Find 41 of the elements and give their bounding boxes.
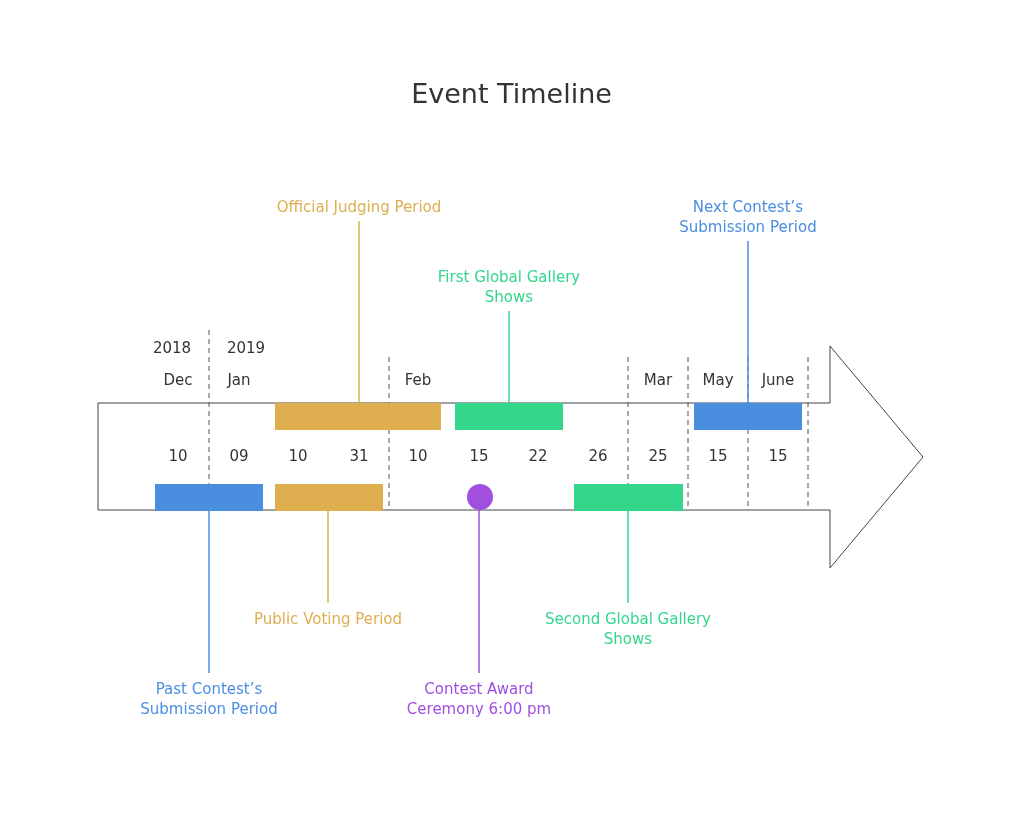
leader-line bbox=[208, 510, 210, 674]
day-label: 10 bbox=[168, 446, 188, 466]
event-label: Second Global Gallery Shows bbox=[538, 609, 718, 649]
month-label: Jan bbox=[227, 370, 251, 390]
month-label: Mar bbox=[643, 370, 673, 390]
day-label: 10 bbox=[288, 446, 308, 466]
period-bar bbox=[574, 484, 683, 511]
period-bar bbox=[275, 484, 383, 511]
leader-line bbox=[747, 240, 749, 404]
event-label: Contest Award Ceremony 6:00 pm bbox=[389, 679, 569, 719]
year-label: 2019 bbox=[226, 338, 266, 358]
event-label: Official Judging Period bbox=[269, 197, 449, 217]
period-bar bbox=[155, 484, 263, 511]
leader-line bbox=[508, 310, 510, 404]
month-label: Dec bbox=[163, 370, 193, 390]
month-label: Feb bbox=[404, 370, 432, 390]
leader-line bbox=[327, 510, 329, 604]
day-label: 22 bbox=[528, 446, 548, 466]
event-label: Next Contest’s Submission Period bbox=[658, 197, 838, 237]
leader-line bbox=[358, 220, 360, 404]
month-label: June bbox=[761, 370, 795, 390]
leader-line bbox=[478, 509, 480, 674]
diagram-title: Event Timeline bbox=[410, 78, 613, 109]
period-bar bbox=[694, 403, 802, 430]
event-label: Past Contest’s Submission Period bbox=[119, 679, 299, 719]
event-label: First Global Gallery Shows bbox=[419, 267, 599, 307]
event-marker-dot bbox=[467, 484, 493, 510]
month-label: May bbox=[702, 370, 734, 390]
day-label: 26 bbox=[588, 446, 608, 466]
period-bar bbox=[275, 403, 441, 430]
day-label: 15 bbox=[768, 446, 788, 466]
day-label: 15 bbox=[708, 446, 728, 466]
period-bar bbox=[455, 403, 563, 430]
day-label: 25 bbox=[648, 446, 668, 466]
day-label: 15 bbox=[469, 446, 489, 466]
day-label: 10 bbox=[408, 446, 428, 466]
event-label: Public Voting Period bbox=[238, 609, 418, 629]
day-label: 09 bbox=[229, 446, 249, 466]
year-label: 2018 bbox=[152, 338, 192, 358]
day-label: 31 bbox=[349, 446, 369, 466]
leader-line bbox=[627, 510, 629, 604]
